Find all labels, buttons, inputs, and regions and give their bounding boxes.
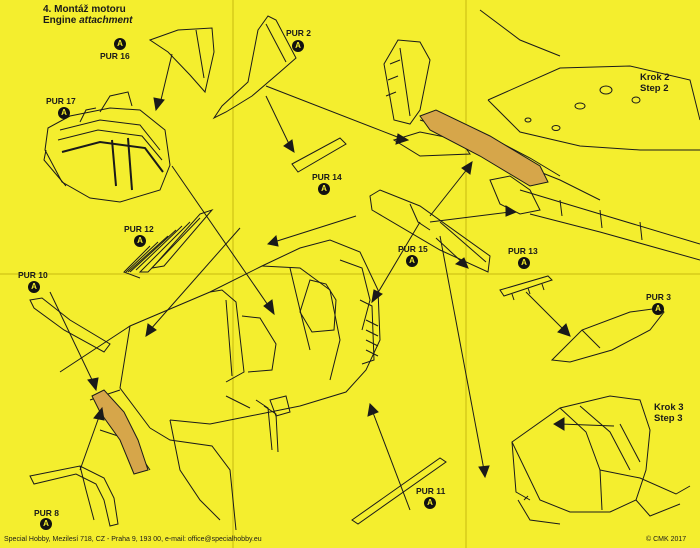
step2-wing-drawing (383, 9, 700, 261)
highlight-fairing (419, 109, 549, 187)
label-pur14: PUR 14 (312, 172, 342, 182)
step3-en: Step 3 (654, 413, 683, 424)
rivet-mark (524, 117, 532, 123)
section-title: 4. Montáž motoru (43, 4, 126, 15)
badge-a-icon: A (652, 303, 664, 315)
badge-a-icon: A (406, 255, 418, 267)
badge-a-icon: A (58, 107, 70, 119)
step2-cz: Krok 2 (640, 72, 670, 83)
step2-en: Step 2 (640, 83, 669, 94)
label-pur12: PUR 12 (124, 224, 154, 234)
part-pur11-drawing (351, 457, 447, 525)
section-subtitle: Engine attachment (43, 15, 132, 26)
part-pur3-drawing (550, 307, 665, 363)
step3-drawing (511, 395, 691, 525)
label-pur11: PUR 11 (416, 486, 446, 496)
rivet-mark (574, 102, 586, 110)
badge-a-icon: A (40, 518, 52, 530)
section-subtitle-prefix: Engine (43, 15, 80, 26)
step2-label: Krok 2 Step 2 (640, 72, 670, 94)
part-pur13-drawing (499, 275, 553, 301)
part-pur14-drawing (291, 137, 347, 173)
part-pur10-drawing (29, 297, 111, 353)
rivet-mark (599, 85, 613, 95)
label-pur3: PUR 3 (646, 292, 672, 302)
label-pur2: PUR 2 (286, 28, 312, 38)
label-pur15: PUR 15 (398, 244, 428, 254)
step3-cz: Krok 3 (654, 402, 684, 413)
rivet-mark (631, 96, 641, 104)
highlight-intake (91, 389, 149, 475)
badge-a-icon: A (424, 497, 436, 509)
fuselage-drawing (59, 239, 381, 531)
arrows (49, 53, 615, 511)
badge-a-icon: A (318, 183, 330, 195)
badge-a-icon: A (292, 40, 304, 52)
badge-a-icon: A (28, 281, 40, 293)
footer-address: Special Hobby, Mezilesí 718, CZ - Praha … (4, 536, 262, 543)
part-pur8-drawing (29, 465, 119, 527)
label-pur17: PUR 17 (46, 96, 76, 106)
label-pur10: PUR 10 (18, 270, 48, 280)
label-pur13: PUR 13 (508, 246, 538, 256)
badge-a-icon: A (134, 235, 146, 247)
section-subtitle-italic: attachment (79, 15, 133, 26)
part-pur15-drawing (369, 189, 491, 273)
rivet-mark (551, 125, 561, 131)
label-pur16: PUR 16 (100, 51, 130, 61)
badge-a-icon: A (114, 38, 126, 50)
label-pur8: PUR 8 (34, 508, 60, 518)
part-pur16-drawing (148, 27, 215, 94)
badge-a-icon: A (518, 257, 530, 269)
step3-label: Krok 3 Step 3 (654, 402, 684, 424)
part-pur12-drawing (123, 208, 214, 279)
part-pur2-drawing (212, 15, 297, 120)
footer-copyright: © CMK 2017 (646, 536, 687, 543)
